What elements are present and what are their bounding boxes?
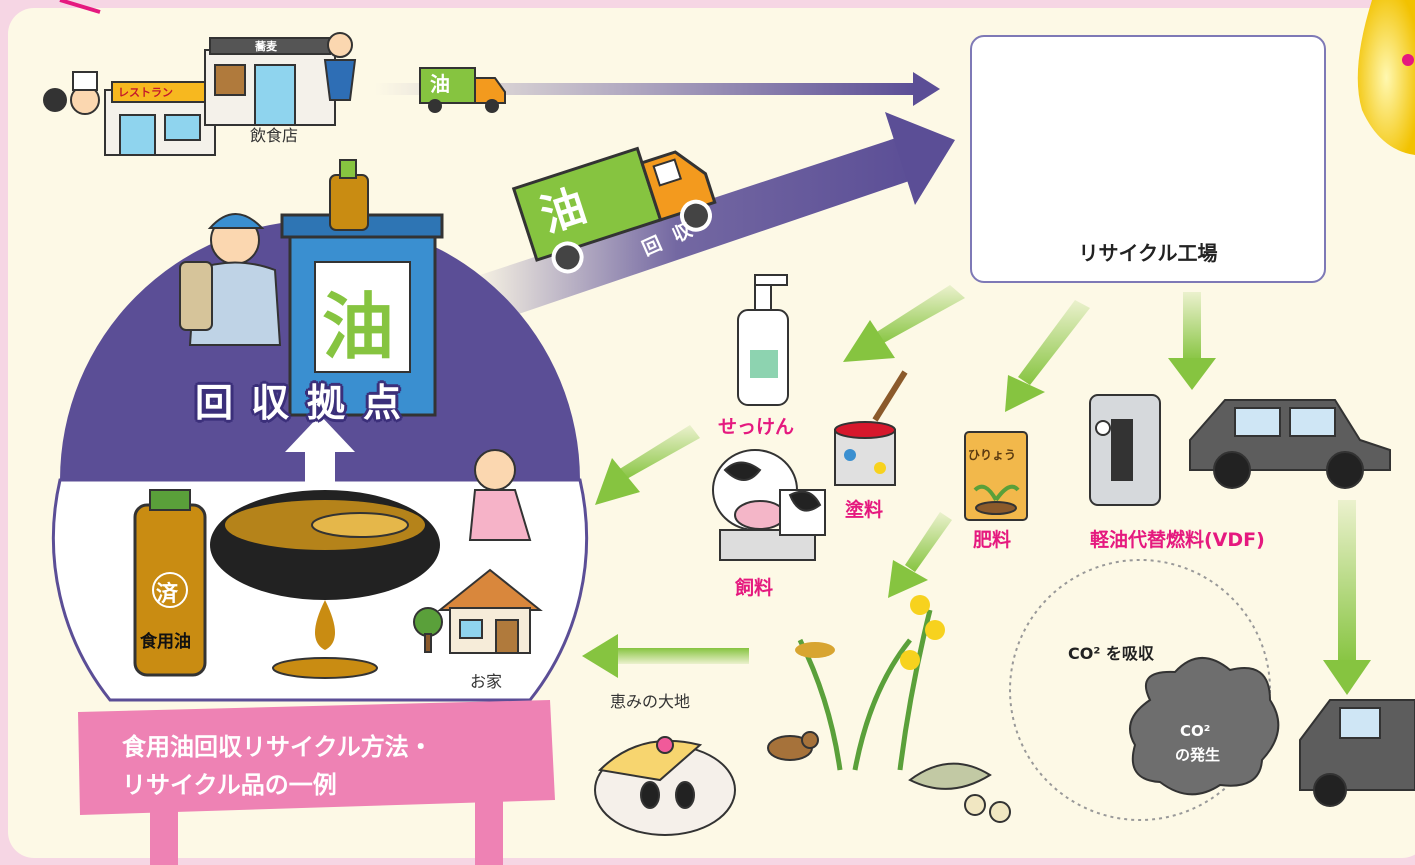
restaurants-illustration [43, 32, 357, 156]
base-up-arrow [285, 415, 355, 482]
collection-bin-illustration [280, 159, 444, 417]
paint-label: 塗料 [845, 499, 884, 521]
worker-illustration [179, 213, 282, 346]
car-illustration [1189, 399, 1391, 489]
arrow-factory-to-soap [843, 285, 965, 362]
co2-absorb-label: CO² を吸収 [1068, 644, 1154, 663]
sparrow-illustration [767, 731, 819, 761]
fuel-tank-illustration [1089, 394, 1161, 506]
bin-oil-label: 油 [322, 285, 395, 369]
feed-label: 飼料 [735, 577, 774, 599]
arrow-factory-to-fertilizer [1005, 300, 1090, 412]
land-label: 恵みの大地 [610, 692, 691, 711]
small-truck-icon [419, 67, 506, 113]
co2-emit-label-line2: の発生 [1175, 746, 1221, 764]
fertilizer-bag-label: ひりょう [968, 448, 1017, 462]
arrow-land-to-home [582, 634, 749, 678]
soap-label: せっけん [718, 416, 795, 438]
beans-illustration [908, 762, 1011, 823]
green-arrows [582, 285, 1371, 695]
soap-bottle-illustration [737, 274, 789, 406]
paint-can-illustration [834, 370, 908, 486]
oil-drop-mascot-icon [1357, 0, 1415, 155]
earth-mascot-illustration [594, 736, 736, 836]
title-sign [78, 700, 555, 865]
arrow-factory-to-fuel [1168, 292, 1216, 390]
car-bottom-illustration [1299, 699, 1415, 807]
arrow-fuel-to-car [1323, 500, 1371, 695]
plants-illustration [795, 595, 945, 771]
used-oil-mark-label: 済 [156, 582, 179, 607]
fuel-label: 軽油代替燃料(VDF) [1090, 529, 1265, 551]
soba-sign-label: 蕎麦 [255, 40, 277, 53]
arrow-fertilizer-to-plants [888, 512, 952, 598]
oil-drop-eye-icon [1402, 54, 1414, 66]
co2-emit-label-line1: CO² [1180, 722, 1211, 740]
home-label: お家 [470, 672, 503, 691]
arrow-soap-to-home [595, 425, 700, 505]
collection-base-label: 回収拠点 [195, 381, 420, 425]
co2-emission-cloud [1129, 657, 1280, 796]
restaurant-to-factory-arrow [375, 72, 940, 106]
factory-label: リサイクル工場 [1078, 241, 1218, 265]
recycling-factory-box: リサイクル工場 [970, 35, 1326, 283]
cow-illustration [712, 449, 826, 561]
cooking-oil-label: 食用油 [140, 632, 191, 652]
corner-accent-line [59, 0, 101, 14]
restaurants-label: 飲食店 [250, 126, 299, 145]
cooking-scene [133, 449, 532, 679]
fertilizer-label: 肥料 [973, 529, 1012, 551]
house-illustration [413, 568, 543, 654]
diagram-title-line2: リサイクル品の一例 [122, 771, 337, 799]
large-truck-icon [511, 146, 717, 274]
restaurant-sign-label: レストラン [118, 86, 173, 99]
small-truck-oil-label: 油 [430, 72, 450, 96]
diagram-title-line1: 食用油回収リサイクル方法・ [122, 733, 433, 761]
fertilizer-bag-illustration [964, 431, 1028, 521]
diagram-title: 食用油回収リサイクル方法・ リサイクル品の一例 [122, 728, 433, 804]
